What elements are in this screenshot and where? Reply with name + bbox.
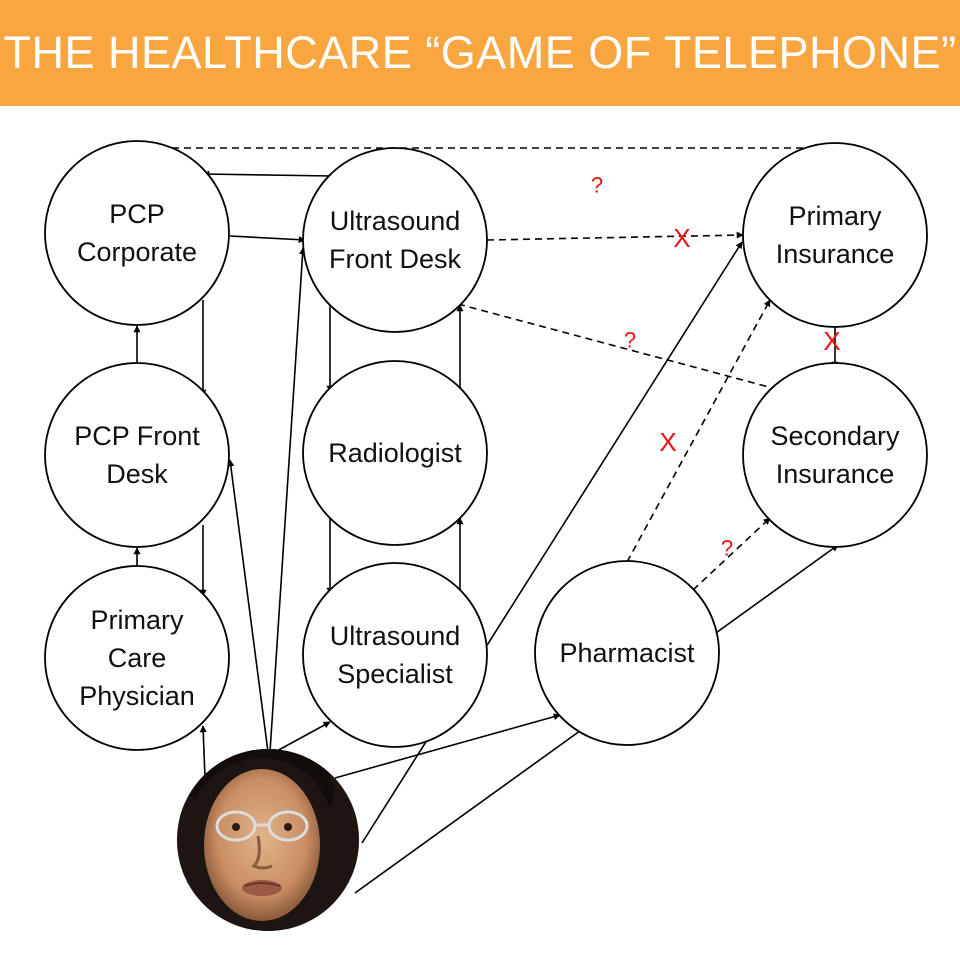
node-label: Radiologist xyxy=(328,438,462,468)
node-pcp-corporate: PCP Corporate xyxy=(44,140,230,326)
edge-ultrasound-front-desk-to-primary-insurance xyxy=(486,231,744,241)
node-label: Front Desk xyxy=(329,244,462,274)
patient-photo xyxy=(177,749,359,931)
edge-pcp-corporate-to-ultrasound-front-desk xyxy=(229,235,306,244)
node-circle xyxy=(742,142,928,328)
edge-patient-to-ultrasound-specialist xyxy=(274,721,331,753)
mark-x-front-desk-primary: X xyxy=(673,223,690,253)
node-label: Ultrasound xyxy=(330,206,461,236)
edge-patient-to-pcp-front-desk xyxy=(227,459,269,753)
node-circle xyxy=(302,562,488,748)
node-pharmacist: Pharmacist xyxy=(534,560,720,746)
node-label: Pharmacist xyxy=(559,638,695,668)
node-circle xyxy=(302,147,488,333)
node-circle xyxy=(44,362,230,548)
node-label: Corporate xyxy=(77,237,197,267)
edge-pharmacist-to-primary-insurance xyxy=(626,299,771,563)
node-label: Insurance xyxy=(776,239,895,269)
node-label: Secondary xyxy=(770,421,900,451)
mark-q-front-desk-secondary: ? xyxy=(624,328,636,353)
page-title: THE HEALTHCARE “GAME OF TELEPHONE” xyxy=(3,27,957,78)
edge-patient-to-pharmacist xyxy=(334,713,561,779)
edge-patient-to-primary-insurance xyxy=(361,241,743,844)
node-label: PCP Front xyxy=(74,421,200,451)
mark-x-primary-secondary: X xyxy=(823,326,840,356)
node-label: Care xyxy=(108,643,167,673)
node-label: Primary xyxy=(91,605,184,635)
node-label: Ultrasound xyxy=(330,621,461,651)
edge-patient-to-ultrasound-front-desk xyxy=(269,247,307,753)
node-label: Desk xyxy=(106,459,168,489)
mark-q-top: ? xyxy=(591,173,603,198)
edge-pharmacist-to-secondary-insurance xyxy=(692,517,771,591)
node-circle xyxy=(44,565,230,751)
patient-avatar xyxy=(177,749,359,931)
node-label: Primary xyxy=(789,201,882,231)
edge-ultrasound-front-desk-to-pcp-corporate xyxy=(202,170,333,178)
mark-q-pharmacist-secondary: ? xyxy=(721,536,733,561)
node-circle xyxy=(534,560,720,746)
node-circle xyxy=(742,362,928,548)
node-radiologist: Radiologist xyxy=(302,360,488,546)
node-label: Physician xyxy=(79,681,195,711)
node-label: PCP xyxy=(109,199,165,229)
mark-x-pharmacist-primary: X xyxy=(659,427,676,457)
node-circle xyxy=(44,140,230,326)
node-circle xyxy=(302,360,488,546)
node-label: Insurance xyxy=(776,459,895,489)
edge-ultrasound-front-desk-to-secondary-insurance xyxy=(457,303,781,392)
edge-patient-to-primary-care-physician xyxy=(199,725,207,779)
title-banner: THE HEALTHCARE “GAME OF TELEPHONE” xyxy=(0,0,960,106)
node-label: Specialist xyxy=(337,659,453,689)
